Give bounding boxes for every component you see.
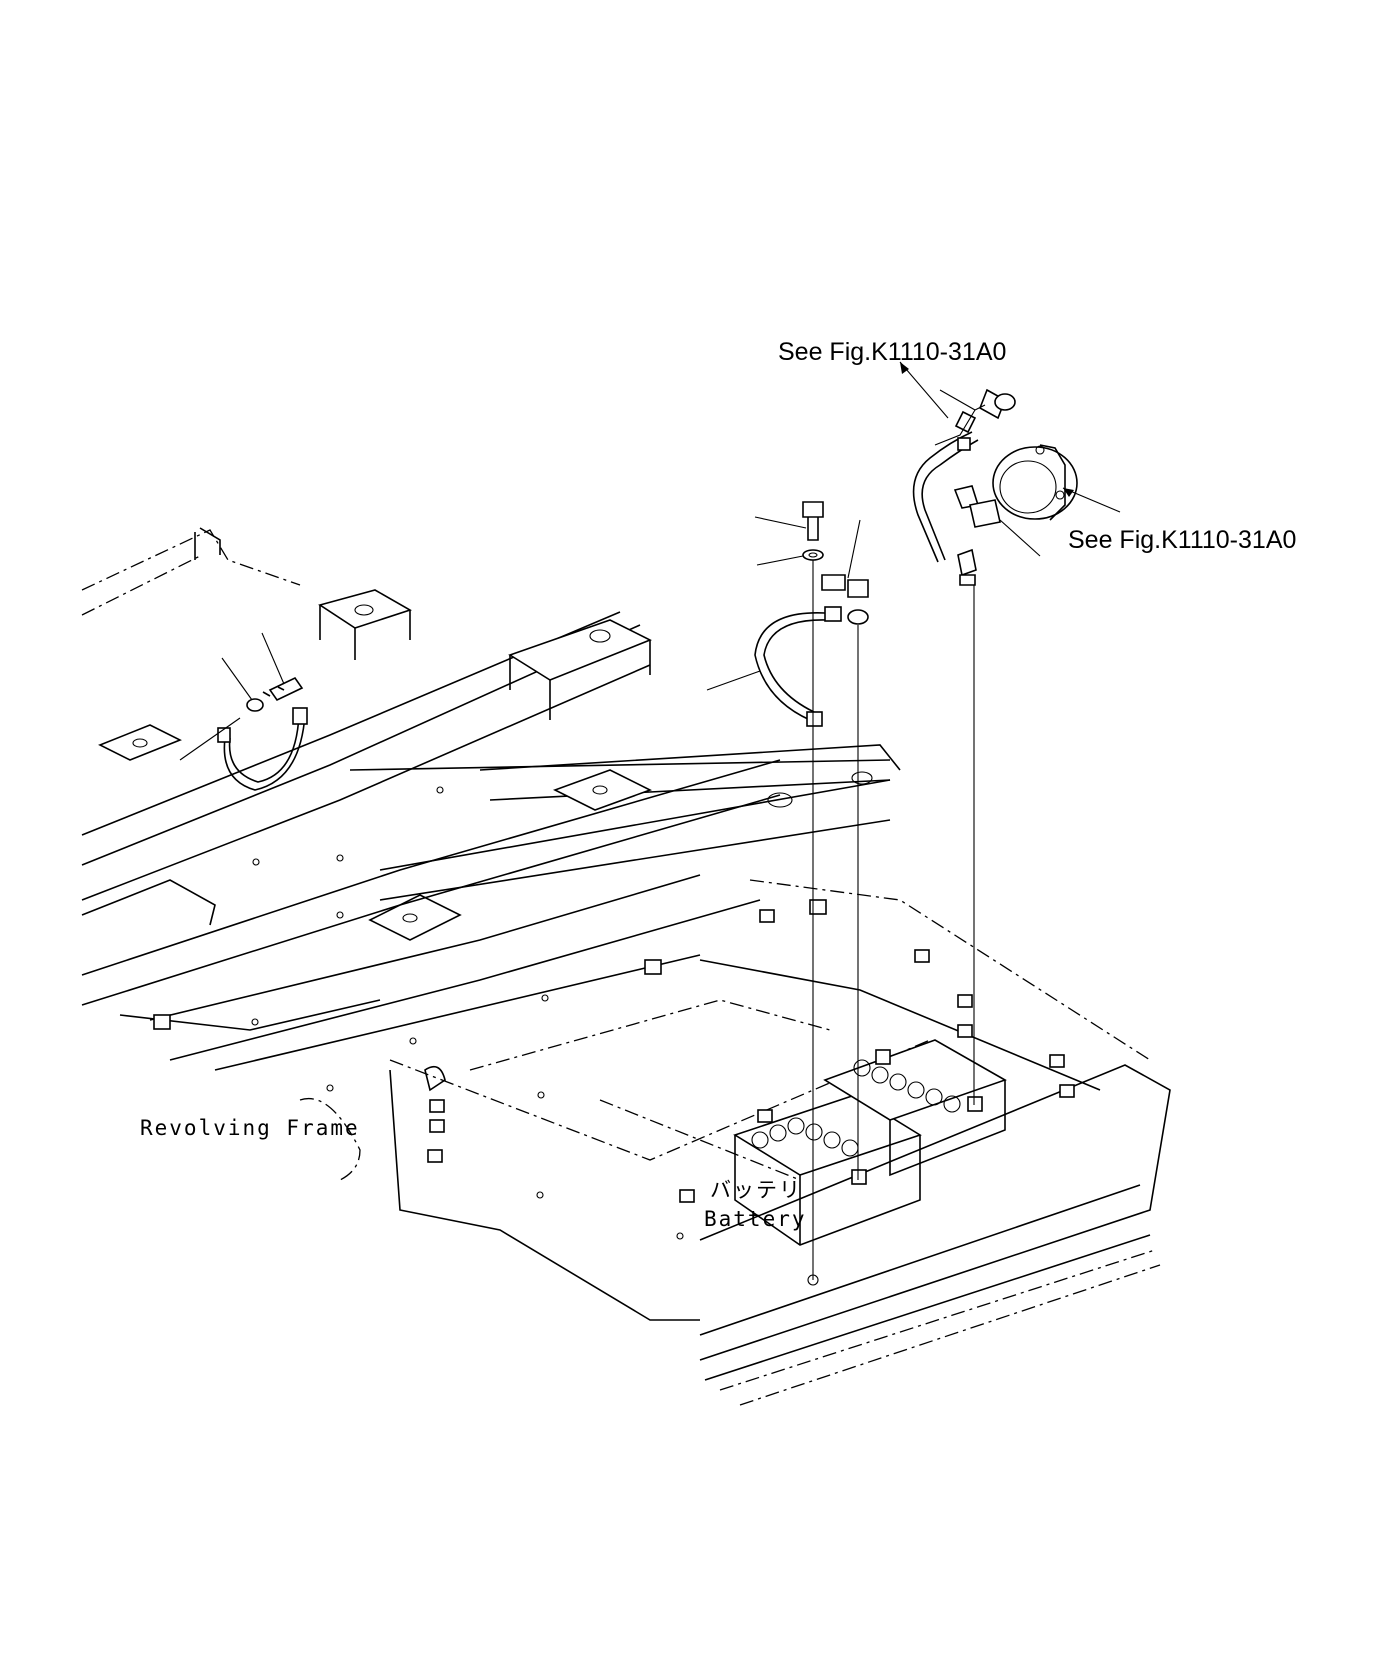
revolving-frame-label: Revolving Frame [140,1116,360,1140]
battery-cable [706,501,869,727]
see-fig-label-right: See Fig.K1110-31A0 [1068,526,1296,554]
battery-label-en: Battery [704,1207,807,1231]
see-fig-label-top: See Fig.K1110-31A0 [778,338,1006,366]
ground-cable-left [179,632,308,791]
alignment-lines [807,560,975,1286]
battery-illustration [733,1039,1007,1246]
battery-label-jp: バッテリ [710,1178,802,1202]
battery-relay-assembly [899,361,1121,586]
revolving-frame-structure [81,527,1171,1406]
